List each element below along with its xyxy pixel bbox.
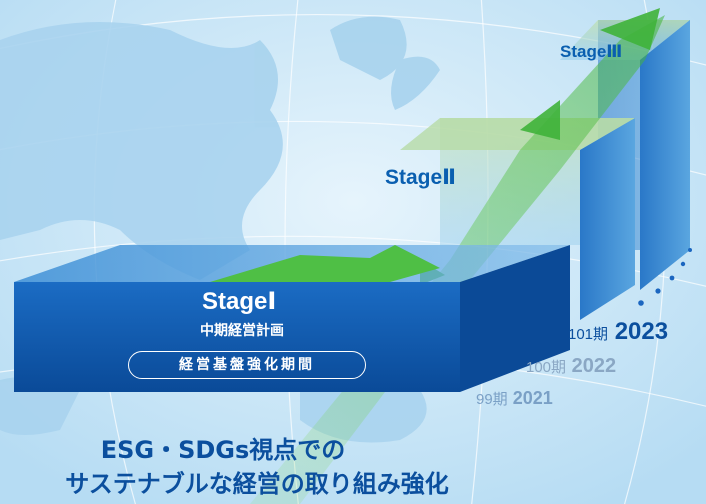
bottom-text-line2: サステナブルな経営の取り組み強化 (65, 470, 449, 498)
year-2023: 101期 2023 (568, 318, 668, 346)
stage1-pill: 経営基盤強化期間 (128, 351, 366, 379)
bottom-text-line1: ESG・SDGs視点での (100, 436, 346, 464)
stage3-label: StageⅢ (560, 42, 623, 61)
year-2021: 99期 2021 (476, 388, 553, 409)
stage2-label: StageⅡ (385, 166, 457, 189)
period-label: 99期 (476, 391, 508, 408)
year-label: 2022 (571, 355, 617, 377)
year-label: 2023 (614, 318, 669, 345)
year-2022: 100期 2022 (526, 355, 616, 378)
stage1-label: StageⅠ (202, 288, 277, 315)
period-label: 100期 (526, 359, 567, 376)
stage1-subtitle: 中期経営計画 (200, 322, 284, 338)
year-label: 2021 (512, 388, 553, 408)
period-label: 101期 (568, 326, 609, 343)
